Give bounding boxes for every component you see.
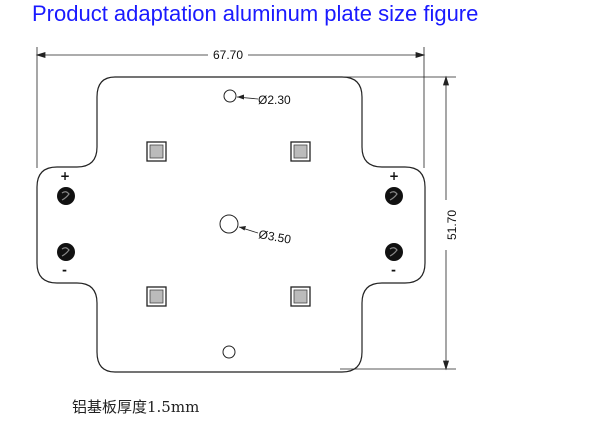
center-hole [219, 214, 239, 234]
thickness-note: 铝基板厚度1.5mm [72, 398, 200, 416]
led-pad [146, 141, 167, 162]
small-hole-leader [236, 94, 259, 100]
width-dimension [35, 47, 426, 168]
solder-pad-right-negative [385, 243, 403, 261]
figure-title: Product adaptation aluminum plate size f… [32, 1, 479, 26]
solder-pad-left-positive [57, 187, 75, 205]
solder-pad-left-negative [57, 243, 75, 261]
center-hole-leader [238, 226, 259, 234]
led-pad [290, 286, 311, 307]
small-hole-label: Ø2.30 [258, 93, 291, 107]
height-dimension-label: 51.70 [445, 210, 459, 240]
height-dimension [340, 75, 456, 371]
polarity-plus-left: + [60, 169, 70, 183]
small-hole-bottom [222, 345, 236, 359]
polarity-minus-right: - [391, 263, 396, 277]
small-hole-top [223, 89, 237, 103]
led-pad [146, 286, 167, 307]
polarity-plus-right: + [389, 169, 399, 183]
plate-outline [36, 76, 426, 373]
center-hole-label: Ø3.50 [257, 227, 292, 247]
width-dimension-label: 67.70 [213, 48, 243, 62]
polarity-minus-left: - [62, 263, 67, 277]
led-pad [290, 141, 311, 162]
solder-pad-right-positive [385, 187, 403, 205]
